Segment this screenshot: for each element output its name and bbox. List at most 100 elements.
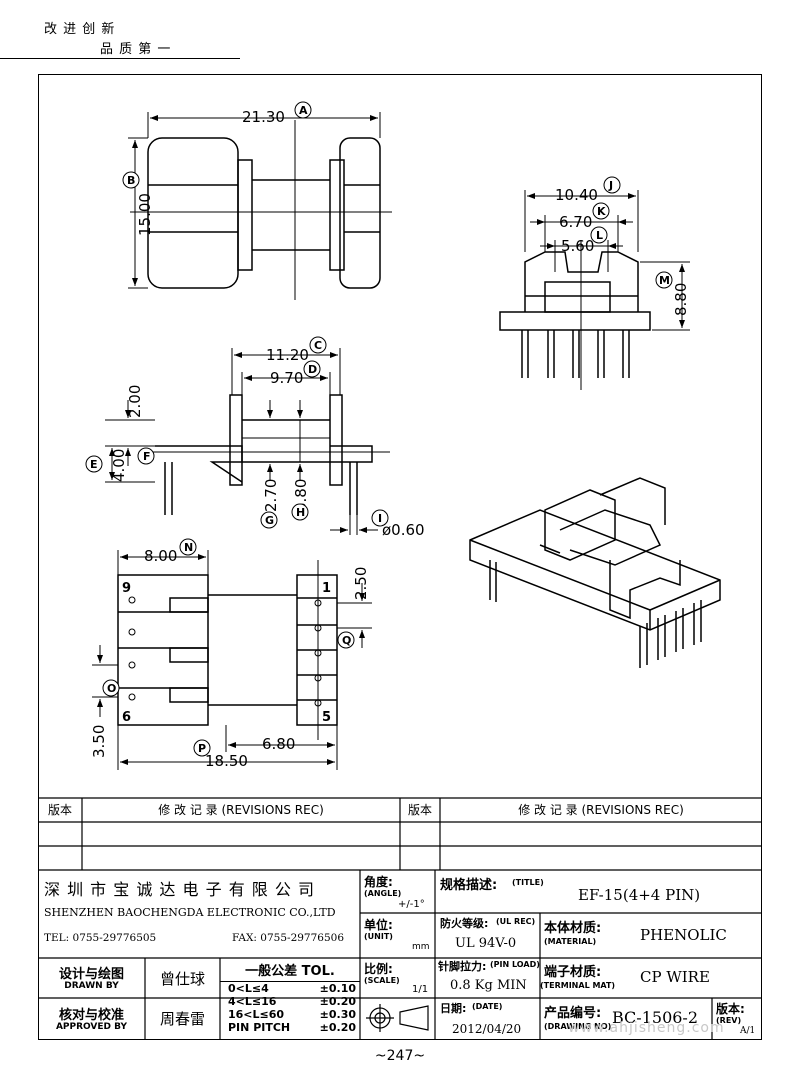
pinload-sub: (PIN LOAD) bbox=[490, 960, 540, 969]
drawing-frame bbox=[38, 74, 762, 1040]
dim-O-value: 3.50 bbox=[90, 725, 108, 758]
company-fax: FAX: 0755-29776506 bbox=[232, 932, 345, 944]
dim-B-value: 15.00 bbox=[136, 193, 154, 236]
dim-J-letter: J bbox=[608, 179, 613, 192]
pin-5-label: 5 bbox=[322, 710, 331, 725]
dim-O-letter: O bbox=[107, 682, 116, 695]
material-sub: (MATERIAL) bbox=[544, 937, 597, 946]
side-view bbox=[140, 394, 390, 515]
tolerance-range: 16<L≤60 bbox=[228, 1008, 285, 1021]
tolerance-range: 4<L≤16 bbox=[228, 995, 277, 1008]
dim-Q-value: 2.50 bbox=[352, 567, 370, 600]
angle-value: +/-1° bbox=[398, 899, 425, 910]
dim-G-value: 2.70 bbox=[262, 479, 280, 512]
rev-label: 版本: bbox=[716, 1002, 745, 1016]
dim-P-letter: P bbox=[198, 742, 206, 755]
slogan-line-1: 改 进 创 新 bbox=[44, 22, 116, 37]
terminal-value: CP WIRE bbox=[640, 968, 710, 986]
dim-D-value: 9.70 bbox=[270, 369, 303, 387]
dim-K-letter: K bbox=[597, 205, 606, 218]
drawn-sub: DRAWN BY bbox=[64, 981, 119, 991]
dim-A-letter: A bbox=[299, 104, 308, 117]
projection-symbol bbox=[366, 1004, 429, 1032]
tolerance-value: ±0.20 bbox=[319, 1021, 356, 1034]
dim-D-letter: D bbox=[308, 363, 317, 376]
scale-label: 比例: bbox=[364, 962, 393, 976]
pinload-label: 针脚拉力: bbox=[438, 960, 487, 973]
material-label: 本体材质: bbox=[544, 921, 602, 936]
material-value: PHENOLIC bbox=[640, 926, 727, 944]
unit-sub: (UNIT) bbox=[364, 932, 393, 941]
terminal-label: 端子材质: bbox=[544, 965, 602, 980]
angle-sub: (ANGLE) bbox=[364, 889, 402, 898]
dim-M-letter: M bbox=[659, 274, 670, 287]
dim-C-value: 11.20 bbox=[266, 346, 309, 364]
tolerance-range: PIN PITCH bbox=[228, 1021, 291, 1034]
tolerance-row: 16<L≤60±0.30 bbox=[228, 1008, 356, 1021]
rev-col-rec-2: 修 改 记 录 (REVISIONS REC) bbox=[518, 803, 684, 817]
unit-value: mm bbox=[412, 942, 430, 952]
tolerance-value: ±0.20 bbox=[319, 995, 356, 1008]
dim-C-letter: C bbox=[314, 339, 322, 352]
dim-P2-value: 6.80 bbox=[262, 735, 295, 753]
tolerance-value: ±0.10 bbox=[319, 982, 356, 995]
watermark: www.ahjisheng.com bbox=[568, 1020, 725, 1036]
drawing-label: 产品编号: bbox=[544, 1006, 602, 1021]
dim-A bbox=[147, 112, 381, 138]
dim-E-letter: E bbox=[90, 458, 98, 471]
rev-col-ver-2: 版本 bbox=[407, 803, 432, 817]
title-label: 规格描述: bbox=[440, 878, 498, 893]
company-name-en: SHENZHEN BAOCHENGDA ELECTRONIC CO.,LTD bbox=[44, 906, 336, 919]
date-value: 2012/04/20 bbox=[452, 1022, 522, 1036]
tolerance-row: PIN PITCH ±0.20 bbox=[228, 1021, 356, 1034]
tolerance-row: 4<L≤16 ±0.20 bbox=[228, 995, 356, 1008]
terminal-sub: (TERMINAL MAT) bbox=[540, 981, 616, 990]
dim-E-value: 4.00 bbox=[110, 449, 128, 482]
scale-value: 1/1 bbox=[412, 984, 429, 995]
tolerance-row: 0<L≤4 ±0.10 bbox=[228, 982, 356, 995]
dim-G-letter: G bbox=[265, 514, 274, 527]
unit-label: 单位: bbox=[364, 918, 393, 932]
pin-6-label: 6 bbox=[122, 710, 131, 725]
company-name-cn: 深 圳 市 宝 诚 达 电 子 有 限 公 司 bbox=[44, 880, 315, 899]
dim-B-letter: B bbox=[127, 174, 135, 187]
dim-L-letter: L bbox=[596, 229, 603, 242]
drawn-name: 曾仕球 bbox=[159, 970, 205, 988]
approved-sub: APPROVED BY bbox=[55, 1022, 128, 1032]
rev-sub: (REV) bbox=[716, 1016, 742, 1025]
dim-Q-letter: Q bbox=[342, 634, 351, 647]
date-label: 日期: bbox=[440, 1002, 467, 1015]
dim-L-value: 5.60 bbox=[561, 237, 594, 255]
tolerance-table: 0<L≤4 ±0.10 4<L≤16 ±0.20 16<L≤60±0.30 PIN … bbox=[228, 982, 356, 1034]
title-value: EF-15(4+4 PIN) bbox=[578, 886, 701, 904]
page-number: ~247~ bbox=[374, 1048, 426, 1064]
pinload-value: 0.8 Kg MIN bbox=[450, 978, 527, 993]
tolerance-range: 0<L≤4 bbox=[228, 982, 269, 995]
rev-col-ver-1: 版本 bbox=[47, 803, 72, 817]
end-view bbox=[499, 240, 651, 390]
dim-I-value: ø0.60 bbox=[382, 521, 425, 539]
approved-label: 核对与校准 bbox=[58, 1008, 124, 1023]
approved-name: 周春雷 bbox=[159, 1010, 205, 1028]
pin-1-label: 1 bbox=[322, 581, 331, 596]
dim-N-letter: N bbox=[184, 541, 193, 554]
dim-N-value: 8.00 bbox=[144, 547, 177, 565]
scale-sub: (SCALE) bbox=[364, 976, 400, 985]
angle-label: 角度: bbox=[364, 875, 393, 889]
ul-value: UL 94V-0 bbox=[455, 936, 517, 951]
dim-H-value: 3.80 bbox=[292, 479, 310, 512]
dim-F-letter: F bbox=[143, 450, 151, 463]
pin-9-label: 9 bbox=[122, 581, 131, 596]
top-view bbox=[130, 120, 392, 300]
rev-value: A/1 bbox=[740, 1026, 756, 1036]
slogan-rule bbox=[0, 58, 240, 59]
ul-sub: (UL REC) bbox=[496, 917, 536, 926]
dim-P-value: 18.50 bbox=[205, 752, 248, 770]
date-sub: (DATE) bbox=[472, 1002, 503, 1011]
isometric-view bbox=[469, 477, 721, 668]
dim-H-letter: H bbox=[296, 506, 305, 519]
rev-col-rec-1: 修 改 记 录 (REVISIONS REC) bbox=[158, 803, 324, 817]
ul-label: 防火等级: bbox=[440, 917, 489, 930]
